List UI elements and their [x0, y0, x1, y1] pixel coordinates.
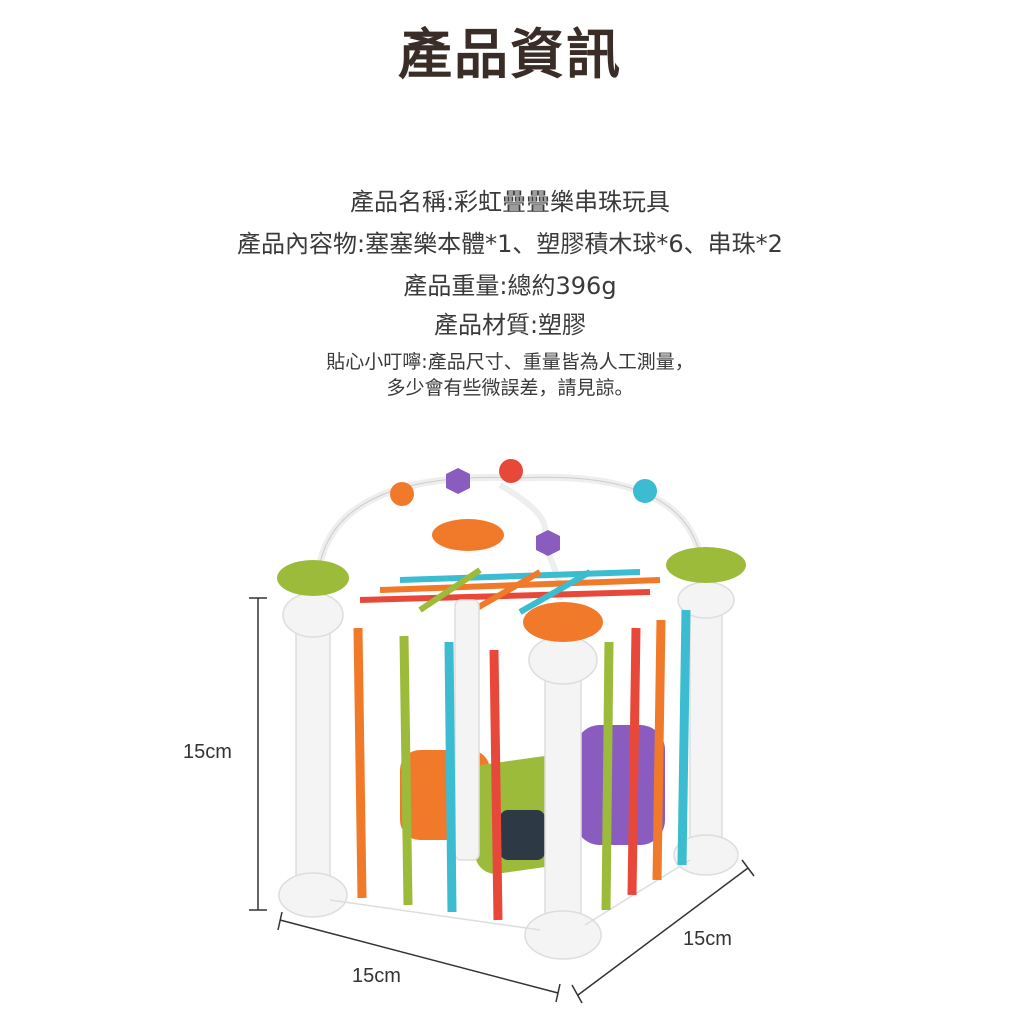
note-line-2: 多少會有些微誤差，請見諒。: [386, 377, 634, 399]
page-title: 產品資訊: [398, 23, 622, 86]
product-material: 產品材質:塑膠: [433, 311, 587, 339]
note-line-1: 貼心小叮嚀:產品尺寸、重量皆為人工測量，: [326, 351, 694, 373]
dimension-lines: [249, 597, 755, 1004]
depth-label: 15cm: [683, 928, 732, 950]
product-weight: 產品重量:總約396g: [403, 272, 617, 300]
height-label: 15cm: [183, 741, 232, 763]
product-contents: 產品內容物:塞塞樂本體*1、塑膠積木球*6、串珠*2: [237, 230, 783, 258]
width-label: 15cm: [352, 965, 401, 987]
product-name: 產品名稱:彩虹疊疊樂串珠玩具: [349, 188, 671, 216]
